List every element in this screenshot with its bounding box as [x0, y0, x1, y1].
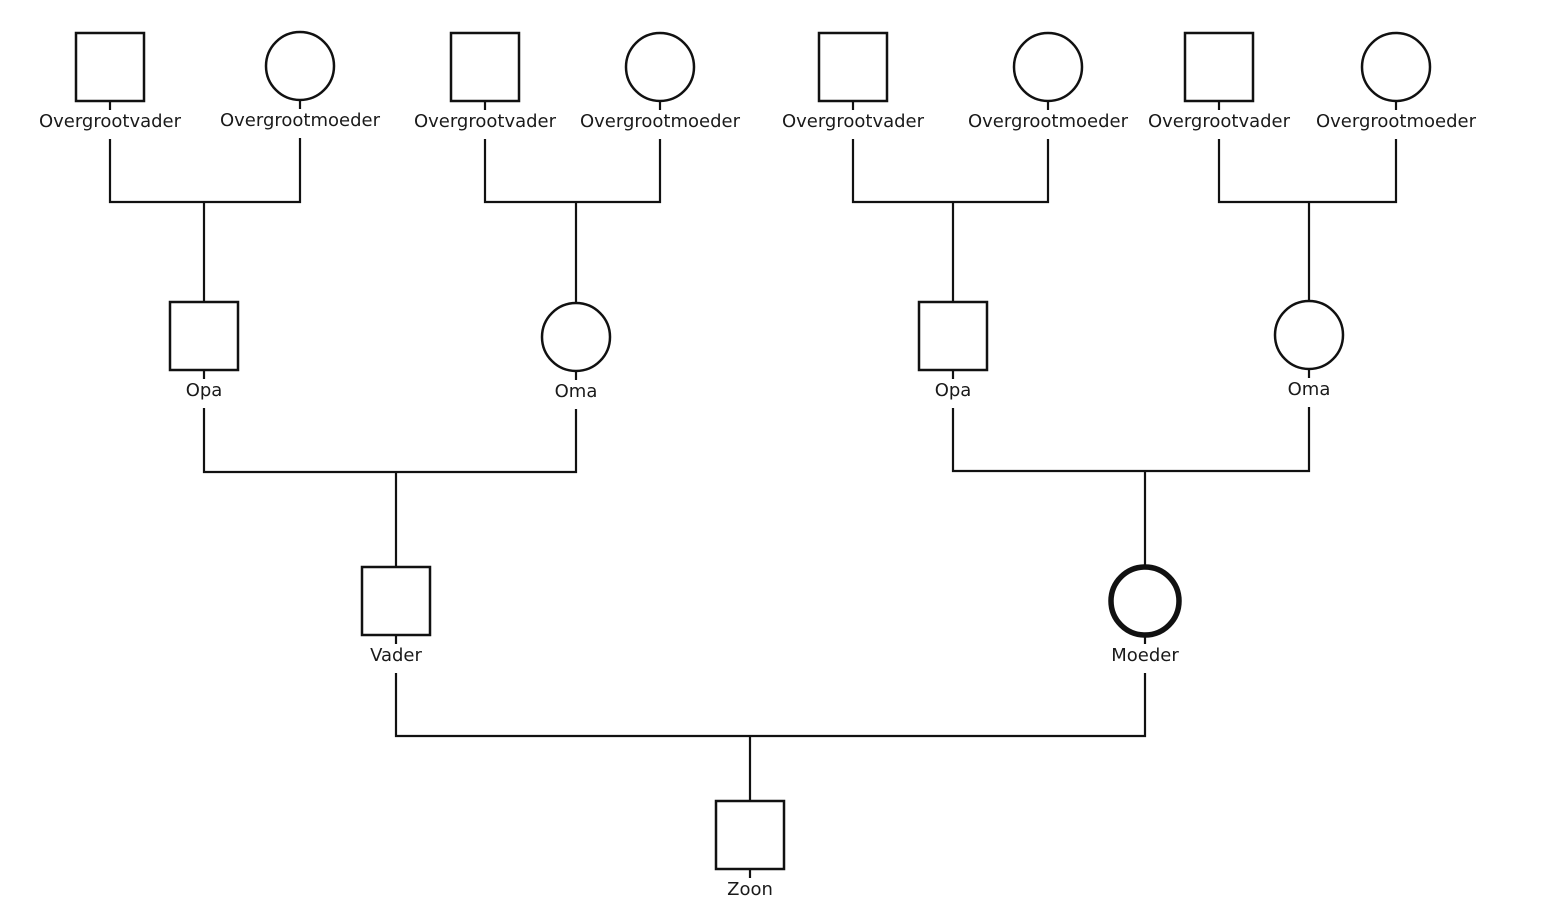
person-label: Overgrootvader [782, 111, 925, 132]
couple-line [951, 407, 1311, 473]
person-label: Overgrootmoeder [968, 111, 1129, 132]
male-square-icon [1183, 31, 1255, 103]
male-square-icon [74, 31, 146, 103]
couple-line [108, 138, 302, 204]
male-square-icon [714, 799, 786, 871]
person-ggf2: Overgrootvader [414, 31, 557, 132]
person-label: Overgrootmoeder [1316, 111, 1477, 132]
person-nodes: Overgrootvader Overgrootmoeder Overgrootva… [39, 30, 1477, 900]
person-label: Opa [935, 380, 972, 401]
person-label: Overgrootmoeder [580, 111, 741, 132]
person-ggm3: Overgrootmoeder [968, 31, 1129, 132]
person-label: Overgrootvader [1148, 111, 1291, 132]
person-son: Zoon [714, 799, 786, 900]
couple-line [1217, 139, 1398, 204]
person-gm2: Oma [1273, 299, 1345, 400]
person-mother: Moeder [1108, 564, 1182, 666]
person-ggf4: Overgrootvader [1148, 31, 1291, 132]
female-circle-icon [264, 30, 336, 102]
male-square-icon [449, 31, 521, 103]
person-label: Opa [186, 380, 223, 401]
person-label: Overgrootvader [414, 111, 557, 132]
male-square-icon [917, 300, 989, 372]
female-circle-icon [540, 301, 612, 373]
female-circle-icon [1108, 564, 1182, 638]
female-circle-icon [1273, 299, 1345, 371]
couple-line [483, 139, 662, 204]
person-gf2: Opa [917, 300, 989, 401]
person-ggf3: Overgrootvader [782, 31, 925, 132]
couple-line [851, 139, 1050, 204]
female-circle-icon [1360, 31, 1432, 103]
couple-line [202, 408, 578, 474]
person-gm1: Oma [540, 301, 612, 402]
person-label: Moeder [1111, 645, 1179, 666]
person-label: Oma [555, 381, 598, 402]
person-label: Vader [370, 645, 422, 666]
person-ggm4: Overgrootmoeder [1316, 31, 1477, 132]
person-ggm1: Overgrootmoeder [220, 30, 381, 131]
person-label: Overgrootmoeder [220, 110, 381, 131]
person-gf1: Opa [168, 300, 240, 401]
male-square-icon [817, 31, 889, 103]
person-label: Zoon [727, 879, 773, 900]
person-ggf1: Overgrootvader [39, 31, 182, 132]
female-circle-icon [1012, 31, 1084, 103]
male-square-icon [168, 300, 240, 372]
person-ggm2: Overgrootmoeder [580, 31, 741, 132]
couple-line [394, 673, 1147, 738]
person-father: Vader [360, 565, 432, 666]
person-label: Overgrootvader [39, 111, 182, 132]
person-label: Oma [1288, 379, 1331, 400]
male-square-icon [360, 565, 432, 637]
relationship-lines [108, 138, 1398, 801]
female-circle-icon [624, 31, 696, 103]
